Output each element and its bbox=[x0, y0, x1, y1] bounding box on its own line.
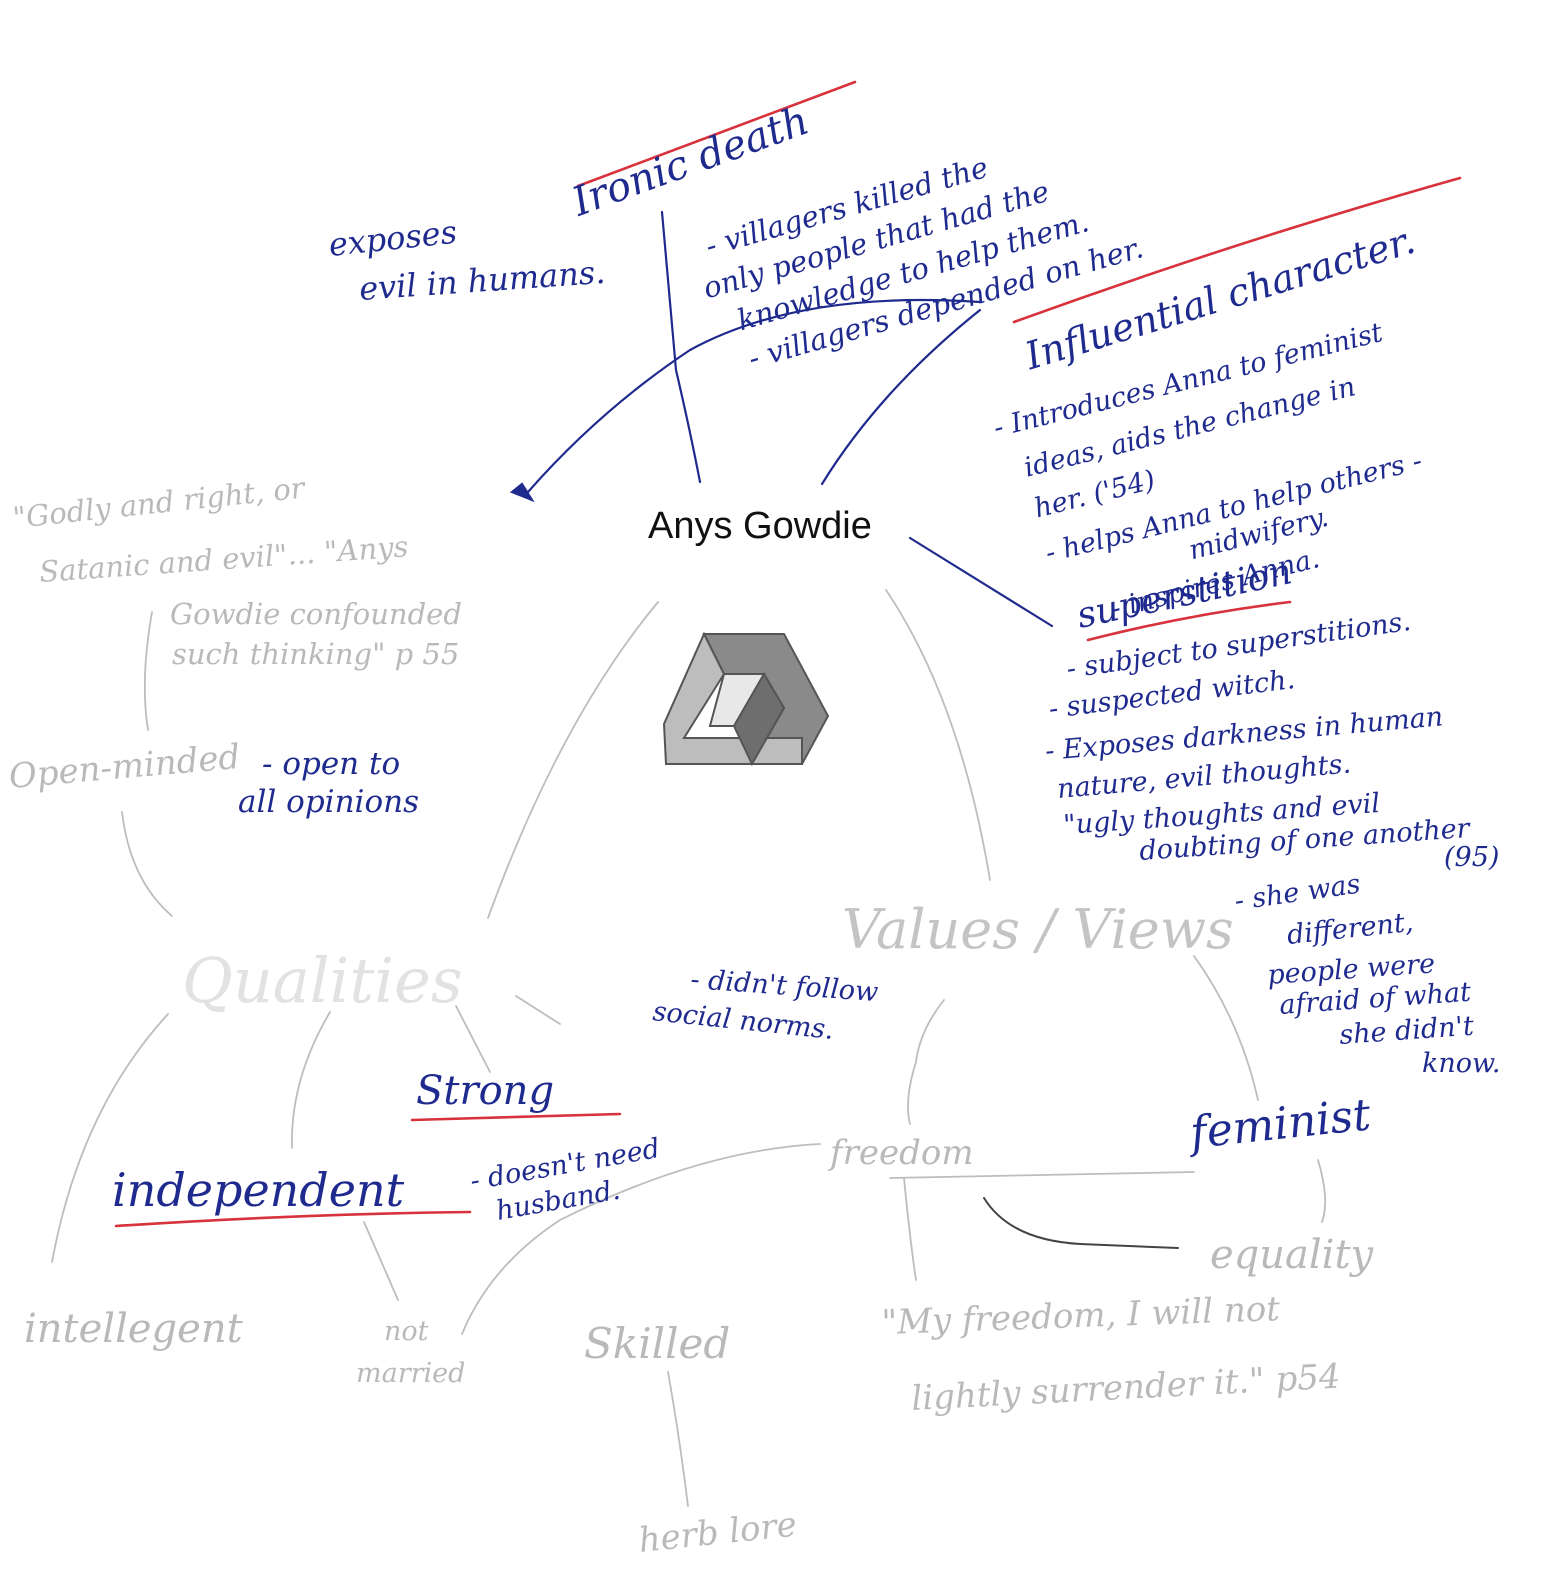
connector-feminist-equality bbox=[1317, 1159, 1327, 1223]
connector-freedom-notmarried bbox=[461, 1143, 821, 1335]
open-minded-label: Open-minded bbox=[7, 737, 241, 797]
central-topic: Anys Gowdie bbox=[648, 505, 872, 547]
open-minded-note-1: - open to bbox=[262, 746, 400, 782]
exposes-line-2: evil in humans. bbox=[358, 253, 607, 308]
connector-godly-quote bbox=[143, 611, 153, 731]
strong-label: Strong bbox=[416, 1068, 554, 1114]
connector-strong bbox=[455, 1005, 491, 1073]
skilled-label: Skilled bbox=[584, 1319, 730, 1368]
not-married-line-1: not bbox=[384, 1316, 429, 1347]
different-line-1: - she was bbox=[1233, 869, 1363, 917]
connector-freedom-equality bbox=[983, 1197, 1179, 1249]
arrow-head bbox=[509, 482, 535, 503]
not-married-line-2: married bbox=[356, 1358, 465, 1389]
pen-connectors bbox=[509, 210, 1054, 628]
connector-freedom-feminist bbox=[889, 1171, 1195, 1179]
underline-independent bbox=[114, 1210, 472, 1228]
connector-values bbox=[885, 589, 991, 881]
connector-not-married bbox=[363, 1221, 399, 1301]
connector-values-left bbox=[907, 999, 945, 1125]
connector-intelligent bbox=[51, 1013, 169, 1263]
arrow-to-quote bbox=[526, 298, 982, 494]
different-line-6: know. bbox=[1422, 1048, 1501, 1079]
freedom-label: freedom bbox=[827, 1133, 974, 1173]
qualities-heading: Qualities bbox=[182, 944, 463, 1017]
impossible-triangle-icon bbox=[662, 631, 830, 767]
ironic-death-block: Ironic death bbox=[565, 98, 814, 226]
superstition-line-7: (95) bbox=[1444, 842, 1499, 873]
divider-line bbox=[660, 210, 702, 484]
connector-openminded bbox=[121, 811, 173, 917]
open-minded-note-2: all opinions bbox=[238, 784, 419, 820]
underline-influential bbox=[1012, 176, 1462, 324]
connector-values-right bbox=[1193, 955, 1259, 1101]
exposes-evil-note: exposes evil in humans. bbox=[327, 213, 607, 308]
social-norms-line-1: - didn't follow bbox=[690, 964, 880, 1008]
intelligent-label: intellegent bbox=[24, 1306, 244, 1352]
connector-herblore bbox=[667, 1371, 689, 1507]
connector-superstition bbox=[908, 536, 1054, 628]
connector-influential bbox=[820, 308, 982, 486]
ironic-heading: Ironic death bbox=[565, 98, 814, 226]
different-note: - she was different, people were afraid … bbox=[1233, 869, 1501, 1079]
superstition-notes: - subject to superstitions. - suspected … bbox=[1044, 606, 1500, 873]
godly-line-3: Gowdie confounded bbox=[170, 597, 462, 631]
social-norms-line-2: social norms. bbox=[651, 996, 835, 1046]
values-views-heading: Values / Views bbox=[842, 898, 1234, 961]
equality-label: equality bbox=[1210, 1232, 1375, 1278]
pencil-connectors bbox=[51, 589, 1327, 1507]
my-freedom-line-2: lightly surrender it." p54 bbox=[910, 1357, 1341, 1419]
red-underlines bbox=[114, 80, 1462, 1228]
my-freedom-line-1: "My freedom, I will not bbox=[881, 1289, 1281, 1343]
godly-line-2: Satanic and evil"... "Anys bbox=[38, 529, 409, 589]
feminist-label: feminist bbox=[1185, 1089, 1373, 1159]
connector-qualities-right bbox=[515, 995, 561, 1025]
connector-skilled bbox=[291, 1011, 331, 1149]
godly-line-1: "Godly and right, or bbox=[11, 470, 308, 535]
underline-superstition bbox=[1086, 600, 1292, 642]
godly-line-4: such thinking" p 55 bbox=[172, 637, 459, 671]
herb-lore-label: herb lore bbox=[637, 1505, 799, 1561]
superstition-heading: superstition bbox=[1073, 551, 1295, 637]
underline-ironic bbox=[576, 80, 857, 188]
different-line-5: she didn't bbox=[1338, 1011, 1475, 1051]
exposes-line-1: exposes bbox=[327, 213, 459, 264]
connector-freedom-down bbox=[903, 1177, 917, 1281]
godly-quote: "Godly and right, or Satanic and evil"..… bbox=[11, 470, 462, 671]
independent-label: independent bbox=[112, 1163, 405, 1217]
connector-qualities bbox=[487, 601, 659, 919]
different-line-2: different, bbox=[1285, 907, 1414, 951]
underline-strong bbox=[410, 1112, 622, 1122]
